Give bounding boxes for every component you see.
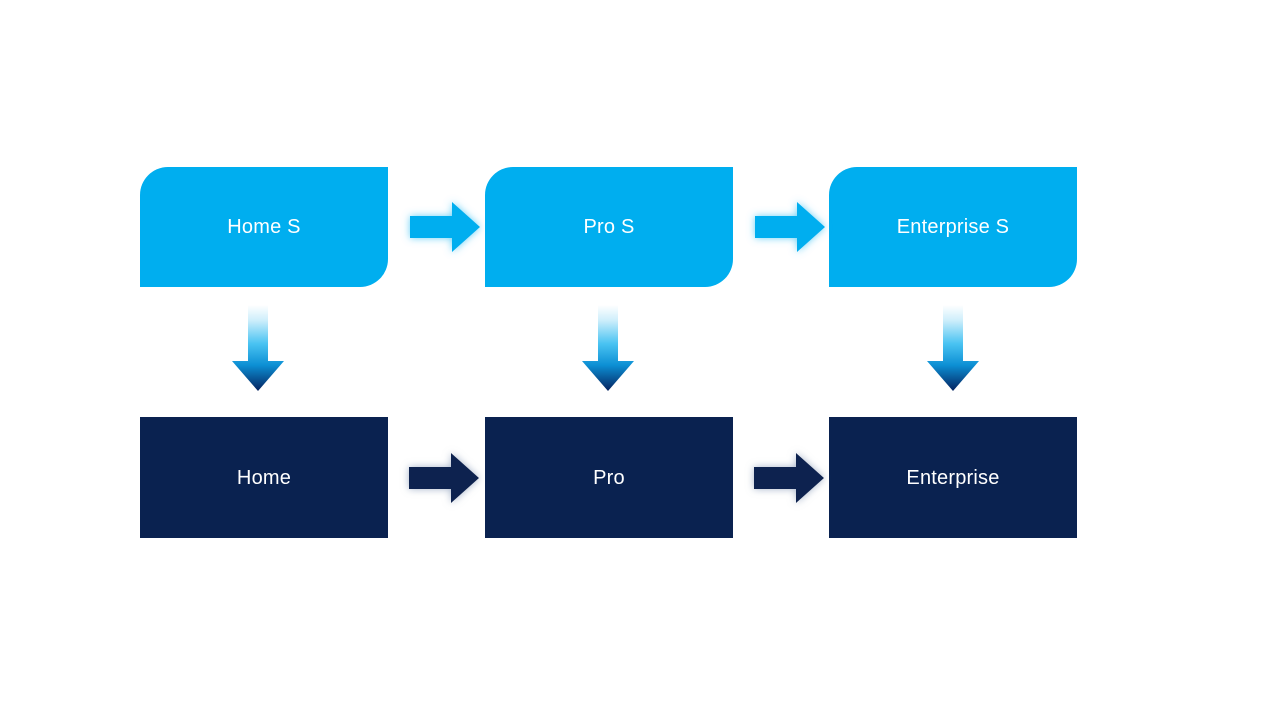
node-enterprise[interactable]: Enterprise [829, 417, 1077, 538]
node-enterprise-s[interactable]: Enterprise S [829, 167, 1077, 287]
node-enterprise-s-label: Enterprise S [896, 216, 1010, 238]
node-home-s[interactable]: Home S [140, 167, 388, 287]
node-pro-s-label: Pro S [583, 216, 635, 238]
arrow-home-s-to-pro-s-icon [404, 196, 484, 258]
arrow-home-s-to-home-icon [228, 305, 288, 395]
node-pro[interactable]: Pro [485, 417, 733, 538]
node-enterprise-label: Enterprise [906, 466, 1000, 489]
node-home[interactable]: Home [140, 417, 388, 538]
arrow-enterprise-s-to-enterprise-icon [923, 305, 983, 395]
arrow-pro-to-enterprise-icon [748, 447, 828, 509]
node-pro-s[interactable]: Pro S [485, 167, 733, 287]
arrow-home-to-pro-icon [403, 447, 483, 509]
node-pro-label: Pro [593, 466, 625, 489]
arrow-pro-s-to-enterprise-s-icon [749, 196, 829, 258]
arrow-pro-s-to-pro-icon [578, 305, 638, 395]
node-home-label: Home [236, 466, 292, 489]
node-home-s-label: Home S [227, 216, 301, 238]
